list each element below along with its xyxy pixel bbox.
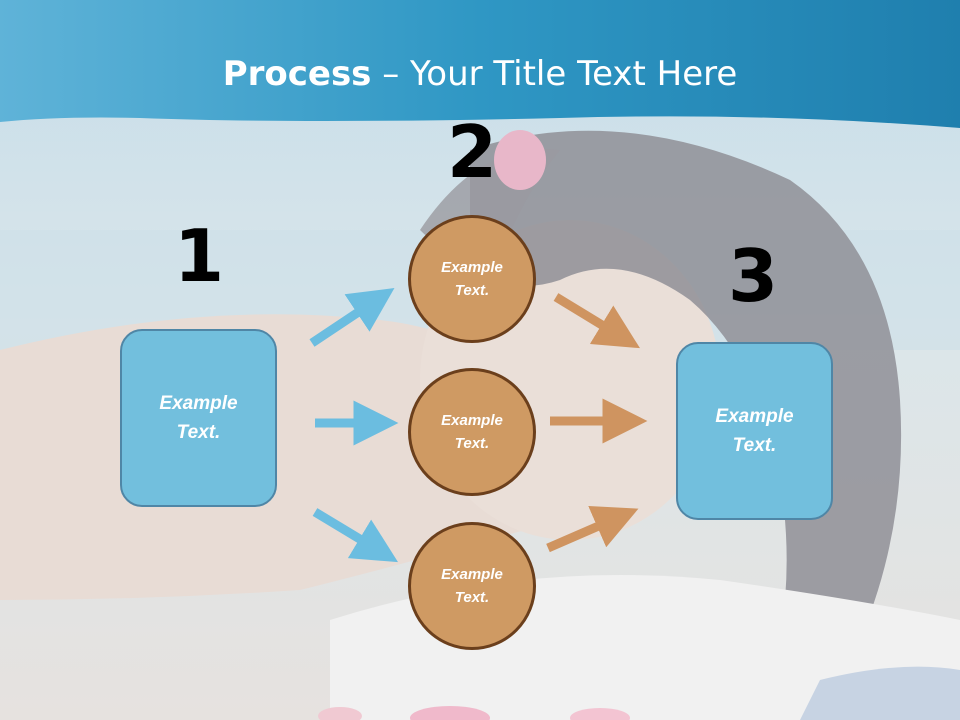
- title-bold: Process: [222, 54, 372, 94]
- step-2-circle-middle: Example Text.: [408, 368, 536, 496]
- title-rest: – Your Title Text Here: [371, 54, 738, 94]
- step-number-3: 3: [727, 234, 779, 318]
- step-2-top-label-line1: Example: [441, 259, 503, 276]
- arrow-1-to-2a: [309, 288, 395, 347]
- page-title: Process – Your Title Text Here: [0, 52, 960, 96]
- step-1-label-line2: Text.: [176, 422, 221, 443]
- arrow-1-to-2c: [312, 508, 399, 563]
- step-2-bottom-label-line2: Text.: [454, 589, 490, 606]
- arrow-2c-to-3: [546, 505, 639, 553]
- step-2-circle-bottom: Example Text.: [408, 522, 536, 650]
- step-number-2: 2: [446, 110, 498, 194]
- step-2-bottom-label-line1: Example: [441, 566, 503, 583]
- step-number-1: 1: [173, 214, 225, 298]
- step-2-circle-top: Example Text.: [408, 215, 536, 343]
- step-3-box: Example Text.: [676, 342, 833, 520]
- step-3-label-line2: Text.: [732, 435, 777, 456]
- step-2-middle-label-line2: Text.: [454, 435, 490, 452]
- step-2-top-label-line2: Text.: [454, 282, 490, 299]
- step-2-middle-label-line1: Example: [441, 412, 503, 429]
- step-3-label-line1: Example: [715, 406, 794, 427]
- step-1-box: Example Text.: [120, 329, 277, 507]
- step-1-label-line1: Example: [159, 393, 238, 414]
- arrow-2a-to-3: [553, 293, 640, 349]
